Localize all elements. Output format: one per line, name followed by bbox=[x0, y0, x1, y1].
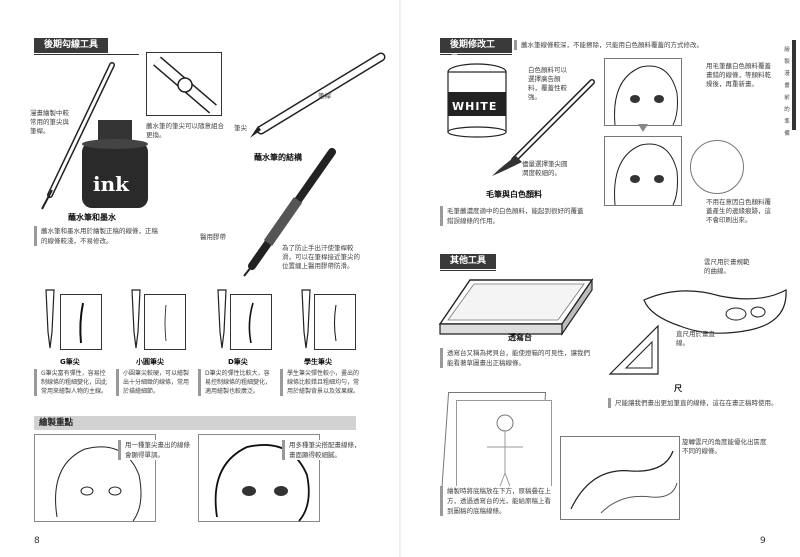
tip-note-2: 用多種筆尖搭配畫線條，畫面顯得較細膩。 bbox=[282, 440, 362, 460]
page-number-right: 9 bbox=[760, 536, 766, 546]
section-title-label: 後期勾線工具 bbox=[34, 38, 109, 53]
nib-desc-maru: 小圓筆尖較硬，可以繪製出十分細緻的線條，常用於描繪細節。 bbox=[116, 369, 192, 396]
tip-note-1: 用一種筆尖畫出的線條會顯得單調。 bbox=[118, 440, 194, 460]
section-title-label: 其他工具 bbox=[440, 254, 496, 269]
lightbox-illustration bbox=[438, 278, 594, 336]
pen-structure-illustration bbox=[250, 52, 386, 138]
ink-description: 蘸水筆和墨水用於繪製正稿的線條，正稿的線條較淺，不易修改。 bbox=[34, 226, 160, 246]
nib-name-school: 學生筆尖 bbox=[304, 358, 332, 366]
section-title-correction-tools: 後期修改工具 bbox=[440, 38, 512, 65]
tips-band: 繪製重點 bbox=[34, 416, 356, 430]
lightbox-description: 透寫台又稱為拷貝台，能使燈箱的可見性，讓我們能看著草圖畫出正稿線條。 bbox=[440, 348, 592, 368]
nib-samples bbox=[36, 289, 366, 358]
nib-name-d: D筆尖 bbox=[228, 358, 248, 366]
chapter-tab: 繪製漫 畫前的 準備 bbox=[784, 47, 790, 137]
nib-closeup-box bbox=[146, 52, 222, 116]
nib-desc-g: G筆尖富有彈性，容易控制線條的粗細變化，因此常用來繪製人物的主線。 bbox=[34, 369, 110, 396]
nib-label: 筆尖 bbox=[234, 124, 247, 132]
holder-label: 筆桿 bbox=[318, 92, 331, 100]
paint-note: 白色顏料可以選擇廣告顏料，覆蓋性較強。 bbox=[528, 66, 567, 101]
set-square-illustration bbox=[608, 324, 659, 375]
taped-pen-illustration bbox=[243, 148, 336, 277]
down-arrow-icon bbox=[638, 124, 648, 132]
nib-name-g: G筆尖 bbox=[60, 358, 80, 366]
curve-note: 雲尺用於畫規範的曲線。 bbox=[704, 258, 750, 275]
pen-note: 漫畫繪製中較常用的筆尖與筆桿。 bbox=[30, 109, 69, 135]
nib-name-maru: 小圓筆尖 bbox=[136, 358, 164, 366]
ink-bottle-label: ink bbox=[93, 172, 129, 196]
ruler-label: 尺 bbox=[674, 384, 682, 393]
ruler-description: 尺能讓我們畫出更加筆直的線條，這在在畫正稿時使用。 bbox=[608, 398, 784, 408]
section-title-inking-tools: 後期勾線工具 bbox=[34, 38, 139, 55]
structure-caption: 蘸水筆的結構 bbox=[254, 153, 302, 162]
square-note: 直尺用於畫直線。 bbox=[676, 330, 715, 347]
white-paint-jar bbox=[447, 63, 507, 138]
ink-caption: 蘸水筆和墨水 bbox=[68, 213, 116, 222]
dilute-note: 不用在意因白色顏料覆蓋產生的邊緣痕跡，這不會印刷出來。 bbox=[706, 198, 771, 224]
curve-ruler-illustration bbox=[643, 289, 787, 334]
nib-note: 蘸水筆的筆尖可以隨意組合更換。 bbox=[146, 122, 224, 139]
brush-note: 儘量選擇筆尖圓潤度較細的。 bbox=[522, 160, 568, 177]
nib-desc-school: 學生筆尖彈性較小，畫出的線條比較錯且粗細均勻，常用於繪製背景以及效果線。 bbox=[280, 369, 360, 396]
white-label: WHITE bbox=[452, 100, 498, 113]
tape-label: 醫用膠帶 bbox=[200, 233, 226, 241]
page-number-left: 8 bbox=[34, 536, 40, 546]
cover-note: 用毛筆蘸白色顏料覆蓋畫錯的線條，等顏料乾燥後，再重新畫。 bbox=[706, 62, 771, 88]
dip-pen-illustration bbox=[41, 62, 115, 210]
page-gutter bbox=[399, 0, 401, 557]
correction-intro: 蘸水筆線條較深，不能擦除，只能用白色顏料覆蓋的方式修改。 bbox=[514, 40, 704, 50]
tape-note: 為了防止手出汗使筆桿較滑，可以在筆桿接近筆尖的位置纏上醫用膠帶防滑。 bbox=[282, 244, 360, 270]
rotate-note: 旋轉雲尺的角度能優化出區度不同的線條。 bbox=[682, 438, 767, 455]
paint-description: 毛筆蘸濃度適中的白色顏料，能起到很好的覆蓋錯誤線條的作用。 bbox=[440, 206, 588, 226]
chapter-tab-bar bbox=[792, 40, 796, 130]
paint-caption: 毛筆與白色顏料 bbox=[486, 190, 542, 199]
rotate-ruler-figure bbox=[560, 436, 680, 520]
lightbox-label: 透寫台 bbox=[508, 333, 532, 342]
correction-figure-2 bbox=[604, 136, 682, 206]
section-title-other-tools: 其他工具 bbox=[440, 254, 496, 271]
nib-desc-d: D筆尖的彈性比較大，容易控制線條的粗細變化，適用繪製也較廣泛。 bbox=[198, 369, 274, 396]
section-title-label: 後期修改工具 bbox=[440, 38, 512, 65]
brush-illustration bbox=[492, 79, 595, 176]
correction-zoom-circle bbox=[690, 140, 744, 194]
tip-sketch-2 bbox=[198, 434, 320, 522]
trace-note: 繪製時將底稿放在下方，原稿疊在上方，透過透寫台的光，能給原稿上看到圖稿的底稿線條… bbox=[440, 486, 552, 516]
ink-bottle-illustration bbox=[82, 120, 148, 208]
correction-figure-1 bbox=[604, 58, 682, 126]
